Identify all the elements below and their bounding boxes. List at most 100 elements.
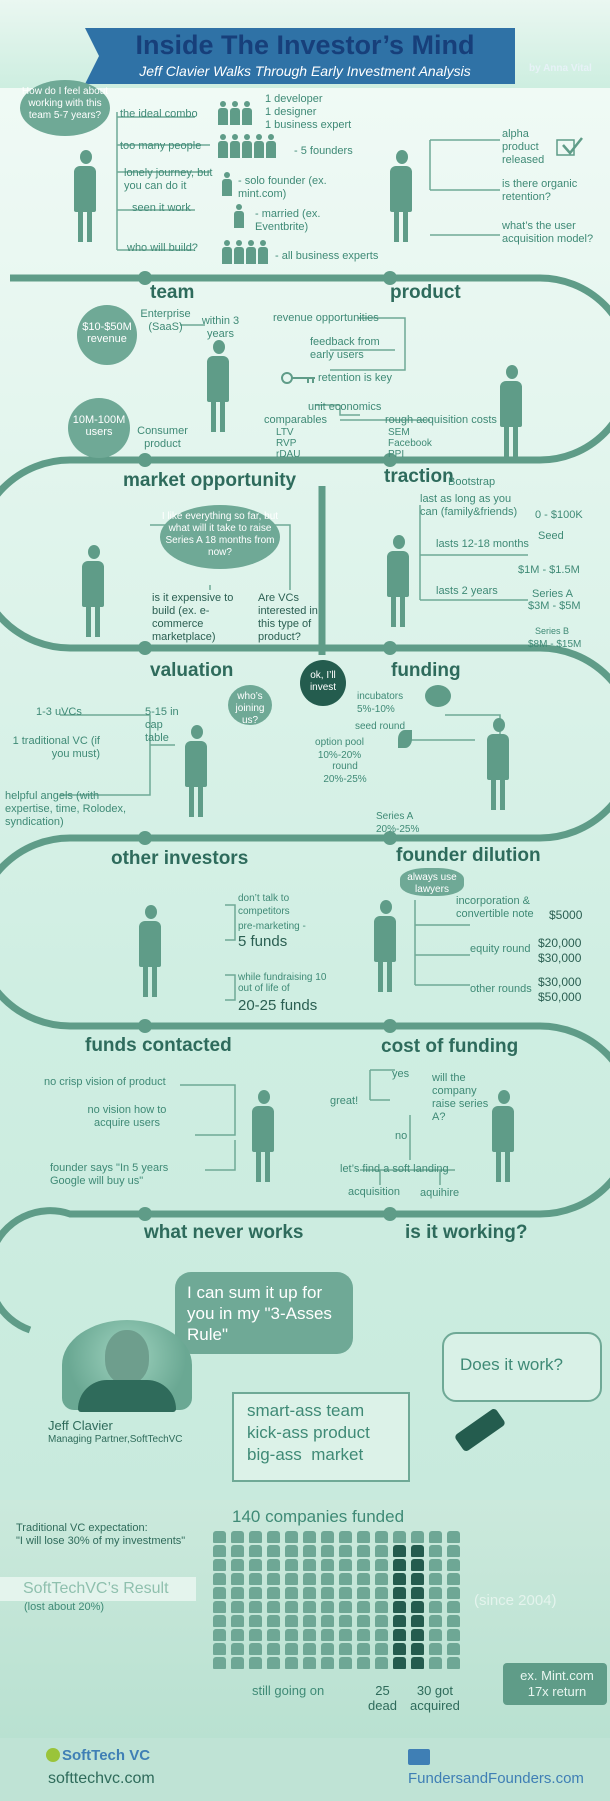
footer-logo2[interactable]: FundersandFounders.com — [408, 1770, 584, 1787]
company-icon — [375, 1587, 388, 1599]
company-icon — [357, 1531, 370, 1543]
company-icon — [303, 1545, 316, 1557]
lawyers-bubble: always use lawyers — [400, 868, 464, 896]
check-icon — [562, 137, 583, 155]
company-icon — [339, 1629, 352, 1641]
company-icon — [303, 1629, 316, 1641]
byline: by Anna Vital — [529, 63, 592, 74]
company-icon — [429, 1615, 442, 1627]
section-dilution: founder dilution — [396, 845, 541, 866]
section-funds-contacted: funds contacted — [85, 1035, 232, 1056]
company-icon — [231, 1601, 244, 1613]
dilution-seed-round: seed round — [355, 721, 406, 732]
company-icon — [231, 1573, 244, 1585]
company-icon — [357, 1545, 370, 1557]
funding-sb: Series B — [535, 626, 570, 636]
revenue-bubble: $10-$50M revenue — [77, 305, 137, 365]
footer-logo1: SoftTech VC — [62, 1747, 151, 1764]
stats-result: SoftTechVC’s Result — [23, 1580, 169, 1597]
working-raise: will the company raise series A? — [432, 1072, 489, 1123]
company-icon — [339, 1615, 352, 1627]
company-icon — [303, 1643, 316, 1655]
company-icon — [411, 1559, 424, 1571]
baby-icon — [425, 685, 451, 707]
company-icon — [429, 1657, 442, 1669]
company-icon — [285, 1601, 298, 1613]
company-icon — [339, 1601, 352, 1613]
stats-quote: "I will lose 30% of my investments" — [16, 1535, 186, 1547]
stats-going: still going on — [252, 1683, 325, 1698]
company-icon — [231, 1615, 244, 1627]
company-icon — [447, 1573, 460, 1585]
funding-seed: Seed — [538, 530, 564, 542]
company-icon — [357, 1587, 370, 1599]
stats-mint: ex. Mint.com 17x return — [520, 1668, 594, 1699]
working-aquihire: aquihire — [420, 1187, 460, 1199]
company-icon — [321, 1657, 334, 1669]
company-icon — [267, 1559, 280, 1571]
section-team: team — [150, 282, 195, 303]
company-icon — [447, 1587, 460, 1599]
section-traction: traction — [384, 466, 454, 487]
company-icon — [339, 1657, 352, 1669]
company-icon — [411, 1657, 424, 1669]
company-icon — [411, 1587, 424, 1599]
company-icon — [267, 1629, 280, 1641]
cost-ot-amt: $30,000 $50,000 — [538, 975, 582, 1004]
company-icon — [285, 1573, 298, 1585]
company-icon — [321, 1587, 334, 1599]
company-icon — [321, 1629, 334, 1641]
traction-retention: retention is key — [318, 372, 392, 384]
softtech-logo-icon — [46, 1748, 60, 1762]
lawyers-text: always use lawyers — [407, 872, 457, 895]
footer-url1[interactable]: softtechvc.com — [48, 1770, 155, 1787]
does-it-work: Does it work? — [460, 1355, 563, 1374]
company-icon — [339, 1545, 352, 1557]
valuation-bubble-text: I like everything so far, but what will … — [161, 511, 279, 558]
team-ideal: the ideal combo — [120, 108, 198, 120]
company-icon — [447, 1601, 460, 1613]
section-other-investors: other investors — [111, 848, 249, 869]
company-icon — [393, 1587, 406, 1599]
section-valuation: valuation — [150, 660, 234, 681]
company-icon — [321, 1545, 334, 1557]
company-icon — [303, 1615, 316, 1627]
company-icon — [285, 1545, 298, 1557]
company-icon — [231, 1629, 244, 1641]
team-biz: - all business experts — [275, 250, 379, 262]
does-it-work-bubble — [442, 1332, 602, 1402]
team-question-bubble: How do I feel about working with this te… — [20, 80, 110, 136]
summary-role: Managing Partner,SoftTechVC — [48, 1434, 183, 1445]
working-acquisition: acquisition — [348, 1186, 400, 1198]
company-icon — [321, 1643, 334, 1655]
working-no: no — [395, 1130, 408, 1142]
many-people-icons — [218, 134, 278, 163]
stats-funded: 140 companies funded — [232, 1507, 405, 1526]
company-icon — [339, 1559, 352, 1571]
company-icon — [249, 1643, 262, 1655]
stats-lost: (lost about 20%) — [24, 1601, 105, 1613]
company-icon — [213, 1643, 226, 1655]
other-tvc: 1 traditional VC (if you must) — [12, 735, 100, 760]
company-icon — [249, 1559, 262, 1571]
team-solo: - solo founder (ex. mint.com) — [238, 175, 327, 200]
team-lonely: lonely journey, but you can do it — [124, 167, 213, 192]
rule-box — [232, 1392, 410, 1482]
market-consumer: Consumer product — [137, 425, 188, 450]
company-icon — [267, 1587, 280, 1599]
company-icon — [267, 1531, 280, 1543]
traction-unit: unit economics — [308, 401, 382, 413]
company-icon — [357, 1615, 370, 1627]
ideal-people-icons — [218, 101, 254, 130]
funding-lasts1: lasts 12-18 months — [436, 538, 529, 550]
team-five: - 5 founders — [294, 145, 353, 157]
never-crisp: no crisp vision of product — [44, 1076, 166, 1088]
valuation-bubble: I like everything so far, but what will … — [160, 505, 280, 569]
rule-text: smart-ass team kick-ass product big-ass … — [247, 1401, 370, 1464]
funds-while: while fundraising 10 out of life of — [238, 972, 327, 994]
company-icon — [375, 1573, 388, 1585]
company-icon — [285, 1615, 298, 1627]
company-icon — [393, 1545, 406, 1557]
company-icon — [231, 1643, 244, 1655]
company-icon — [411, 1531, 424, 1543]
